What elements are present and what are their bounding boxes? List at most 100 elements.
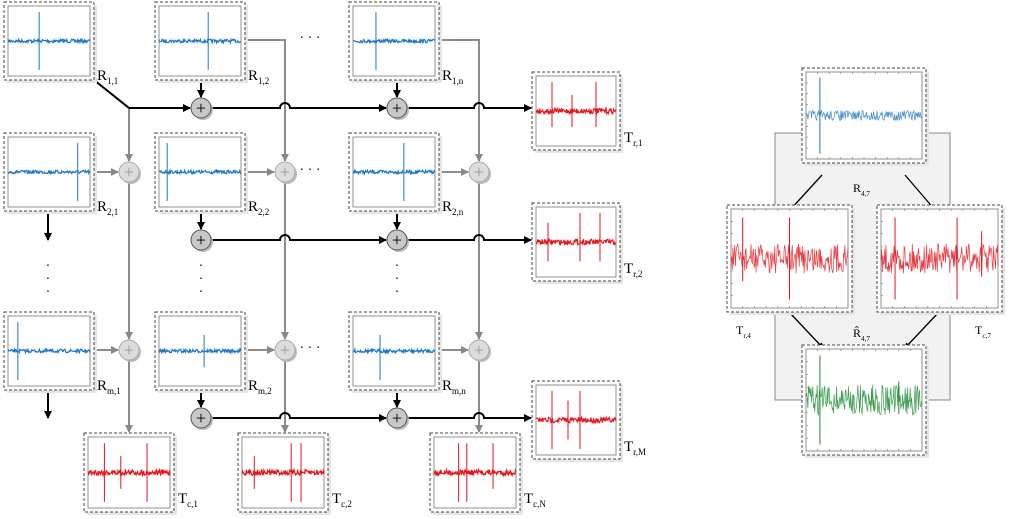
- connector: [245, 39, 289, 162]
- signal-trace: [7, 347, 91, 355]
- label-subscript: r,4: [743, 332, 751, 340]
- ellipsis-vertical: ·: [199, 259, 204, 274]
- row-adder: +: [386, 407, 409, 430]
- signal-trace: [805, 384, 923, 417]
- column-output-tcN: [429, 432, 523, 515]
- label-subscript: c,1: [187, 499, 198, 509]
- detail-column-label: Tc,7: [975, 323, 991, 340]
- label-base: T: [624, 439, 633, 455]
- signal-trace: [158, 168, 242, 176]
- block-label-r12: R1,2: [248, 68, 269, 86]
- plus-icon: +: [124, 340, 134, 360]
- connector: [408, 102, 532, 112]
- detail-input-label: R4,7: [853, 181, 870, 198]
- label-base: R: [853, 181, 861, 195]
- signal-trace: [535, 415, 617, 425]
- arrow: [789, 174, 823, 211]
- column-output-label-tc2: Tc,2: [332, 491, 352, 509]
- signal-trace: [535, 105, 617, 116]
- block-label-r11: R1,1: [97, 68, 118, 86]
- signal-trace: [535, 237, 617, 247]
- block-r11: [3, 1, 97, 83]
- block-label-rm2: Rm,2: [248, 378, 272, 396]
- label-base: R: [442, 199, 452, 215]
- label-subscript: r,1: [633, 138, 642, 148]
- signal-trace: [880, 242, 999, 274]
- block-r12: [154, 1, 248, 83]
- ellipsis-vertical: ·: [46, 259, 51, 274]
- block-rm1: [3, 311, 97, 393]
- block-r21: [3, 132, 97, 214]
- signal-plots: [3, 1, 1005, 515]
- connector: [408, 234, 532, 244]
- label-subscript: m,n: [452, 386, 466, 396]
- label-subscript: c,2: [341, 499, 352, 509]
- ellipsis-horizontal: · · ·: [300, 341, 321, 356]
- connector: [212, 234, 387, 244]
- label-subscript: r,M: [633, 447, 646, 457]
- row-adder: +: [386, 229, 409, 252]
- plus-icon: +: [280, 162, 290, 182]
- column-adder: +: [118, 161, 141, 184]
- block-label-rmn: Rm,n: [442, 378, 466, 396]
- ellipsis-vertical: ·: [199, 272, 204, 287]
- label-subscript: r,2: [633, 269, 642, 279]
- label-base: T: [624, 130, 633, 146]
- signal-trace: [352, 168, 436, 176]
- label-subscript: 2,n: [452, 207, 464, 217]
- block-r1n: [348, 1, 442, 83]
- signal-trace: [158, 347, 242, 356]
- ellipsis-horizontal: · · ·: [300, 31, 321, 46]
- label-base: R: [97, 199, 107, 215]
- plus-icon: +: [392, 98, 402, 118]
- detail-output-label: R̂4,7: [853, 326, 870, 343]
- block-rm2: [154, 311, 248, 393]
- connector: [439, 39, 483, 162]
- row-output-label-tr1: Tr,1: [624, 130, 643, 148]
- row-adder: +: [190, 97, 213, 120]
- plus-icon: +: [280, 340, 290, 360]
- label-base: R: [248, 378, 258, 394]
- ellipsis-horizontal: · · ·: [300, 163, 321, 178]
- column-output-tc2: [237, 432, 331, 515]
- plus-icon: +: [474, 340, 484, 360]
- row-output-tr2: [531, 202, 623, 284]
- block-r2n: [348, 132, 442, 214]
- column-output-tc1: [83, 432, 177, 515]
- label-subscript: 4,7: [861, 335, 870, 343]
- adders: ++++++++++++: [118, 97, 491, 430]
- signal-trace: [7, 168, 91, 176]
- label-base: T: [332, 491, 341, 507]
- label-subscript: 2,2: [258, 207, 269, 217]
- signal-trace: [805, 109, 923, 122]
- label-base: R: [442, 378, 452, 394]
- detail-input-plot: [801, 67, 929, 166]
- column-adder: +: [468, 339, 491, 362]
- arrow: [904, 174, 936, 211]
- column-output-label-tc1: Tc,1: [178, 491, 198, 509]
- block-label-r2n: R2,n: [442, 199, 464, 217]
- plus-icon: +: [124, 162, 134, 182]
- row-adder: +: [386, 97, 409, 120]
- label-subscript: 1,1: [107, 76, 118, 86]
- label-base: T: [975, 323, 983, 337]
- column-adder: +: [468, 161, 491, 184]
- signal-trace: [241, 467, 325, 477]
- arrow: [789, 312, 824, 349]
- connector: [212, 412, 387, 422]
- block-label-rm1: Rm,1: [97, 378, 121, 396]
- row-adder: +: [190, 229, 213, 252]
- connector: [212, 102, 387, 112]
- block-label-r22: R2,2: [248, 199, 269, 217]
- block-rmn: [348, 311, 442, 393]
- plus-icon: +: [474, 162, 484, 182]
- detail-output-plot: [801, 344, 929, 458]
- connections: [44, 39, 939, 433]
- label-subscript: 4,7: [861, 190, 870, 198]
- connector: [93, 79, 130, 109]
- ellipsis-vertical: ·: [395, 285, 400, 300]
- label-base: R: [248, 68, 258, 84]
- label-subscript: m,1: [107, 386, 121, 396]
- plus-icon: +: [196, 98, 206, 118]
